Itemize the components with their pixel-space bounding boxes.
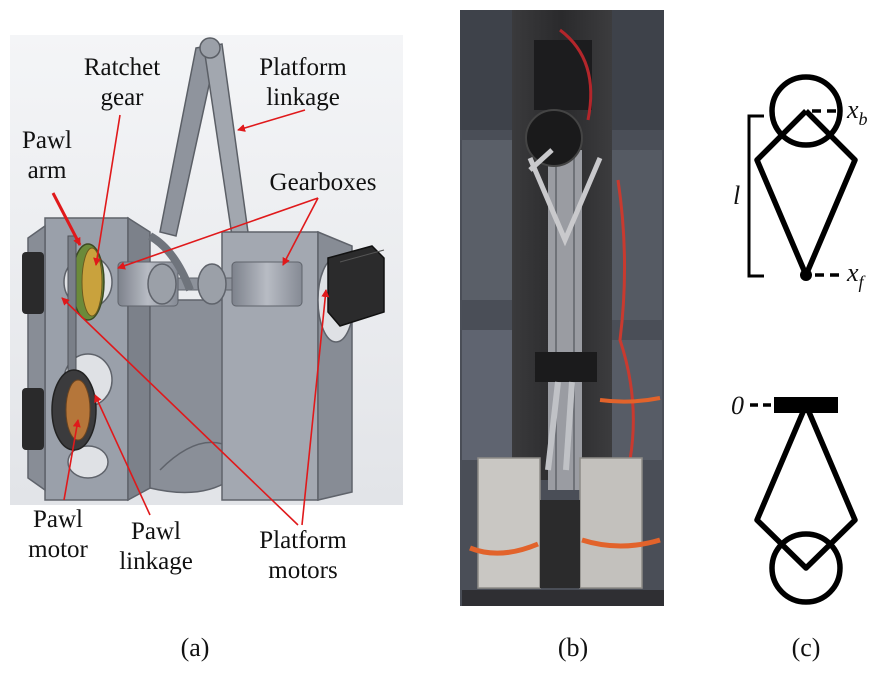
foot-point xyxy=(800,269,812,281)
photo-top-disk xyxy=(525,109,583,167)
upper-leg-links xyxy=(754,109,858,278)
label-xb: xb xyxy=(846,95,868,129)
photo-base-right xyxy=(579,457,643,589)
callout-arrows xyxy=(51,109,330,526)
ratchet-assembly-render xyxy=(51,235,105,451)
pawl-motor-lower-render xyxy=(22,388,44,450)
upper-body-circle xyxy=(769,74,843,148)
caption-c: (c) xyxy=(792,633,821,662)
gearbox-shaft-render xyxy=(117,232,303,307)
platform-linkage-render xyxy=(159,37,249,237)
lower-leg-links xyxy=(754,403,858,571)
label-gearboxes: Gearboxes xyxy=(270,169,377,196)
panel-c: xb xf l 0 (c) xyxy=(731,74,868,662)
base-plate-render xyxy=(149,299,231,494)
caption-a: (a) xyxy=(181,633,210,662)
photo-base-left xyxy=(477,457,541,589)
label-zero: 0 xyxy=(731,391,744,420)
label-length: l xyxy=(733,181,740,210)
pawl-motor-upper-render xyxy=(22,252,44,314)
panel-b: (b) xyxy=(460,10,664,662)
length-bracket xyxy=(747,114,764,278)
upper-leg-schematic: xb xf l xyxy=(733,74,868,292)
photo-carriage xyxy=(535,352,597,382)
lower-body-circle xyxy=(769,531,843,605)
platform-motor-render xyxy=(327,245,385,327)
caption-b: (b) xyxy=(558,633,588,662)
lower-leg-schematic: 0 xyxy=(731,391,858,605)
label-xf: xf xyxy=(846,258,867,292)
